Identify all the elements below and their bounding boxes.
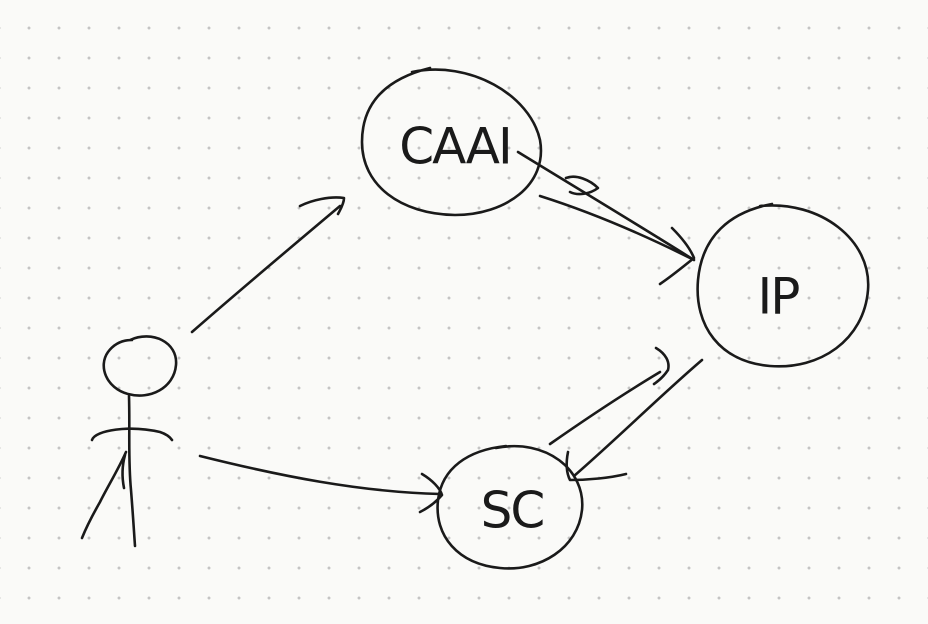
edge-caai-to-ip-scribble	[564, 175, 600, 196]
node-sc: SC	[436, 444, 584, 570]
edge-caai-to-ip-arrowhead	[658, 226, 696, 286]
edge-person-to-sc	[198, 454, 444, 514]
node-caai-label: CAAI	[399, 118, 510, 176]
node-ip: IP	[696, 202, 870, 368]
actor-head	[102, 335, 178, 397]
node-sc-label: SC	[481, 482, 544, 540]
actor-arms	[90, 427, 174, 442]
edge-ip-to-sc-line	[572, 358, 704, 478]
node-caai-circle	[360, 66, 543, 217]
node-ip-circle	[696, 202, 870, 368]
edge-ip-to-sc	[565, 358, 704, 482]
edge-caai-to-ip	[516, 150, 696, 286]
actor-leg-right	[121, 453, 127, 490]
edge-person-to-sc-line	[198, 454, 442, 496]
edge-person-to-caai-line	[190, 204, 342, 334]
edge-sc-to-ip	[548, 346, 670, 446]
actor-leg-left	[80, 450, 128, 540]
edge-caai-to-ip-line-2	[538, 194, 692, 260]
edge-sc-to-ip-arrowhead	[652, 346, 670, 386]
edge-caai-to-ip-line	[516, 150, 696, 262]
stick-figure-actor	[80, 335, 178, 548]
actor-body	[127, 394, 137, 548]
edge-ip-to-sc-arrowhead	[565, 450, 628, 482]
edge-person-to-caai	[190, 196, 346, 334]
node-caai: CAAI	[360, 66, 543, 217]
edge-sc-to-ip-line	[548, 370, 662, 446]
edge-person-to-caai-arrowhead	[298, 196, 346, 216]
node-sc-circle	[436, 444, 584, 570]
node-ip-label: IP	[758, 268, 800, 326]
edge-person-to-sc-arrowhead	[418, 472, 444, 514]
